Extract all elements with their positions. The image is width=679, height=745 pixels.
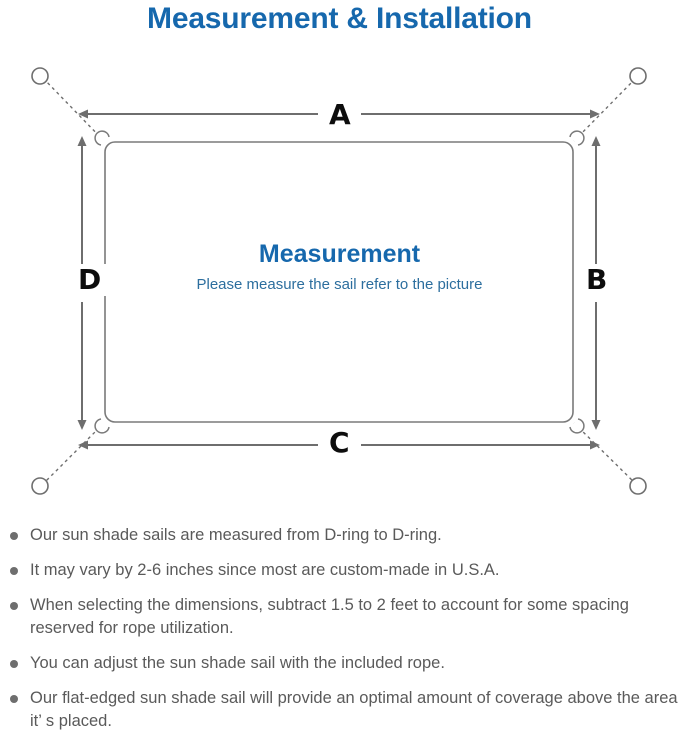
dimension-label-a: A [322,99,358,131]
note-text: Our flat-edged sun shade sail will provi… [30,689,678,730]
d-ring-top-left [94,130,110,146]
notes-list: Our sun shade sails are measured from D-… [0,524,679,745]
d-ring-top-right [569,130,585,146]
d-ring-bottom-left [94,418,110,434]
list-item: Our sun shade sails are measured from D-… [0,524,679,547]
list-item: When selecting the dimensions, subtract … [0,594,679,640]
rope-line-top-right [573,76,638,142]
list-item: Our flat-edged sun shade sail will provi… [0,687,679,733]
sail-measurement-diagram: Measurement Please measure the sail refe… [0,46,679,516]
rope-line-bottom-left [41,422,105,486]
list-item: You can adjust the sun shade sail with t… [0,652,679,675]
rope-line-bottom-right [573,422,638,486]
note-text: Our sun shade sails are measured from D-… [30,526,442,544]
bullet-icon [10,660,18,668]
page-title: Measurement & Installation [147,2,532,35]
note-text: You can adjust the sun shade sail with t… [30,654,445,672]
dimension-label-d: D [71,264,109,296]
dimension-label-c: C [322,427,357,459]
sail-center-heading: Measurement [258,240,421,268]
bullet-icon [10,567,18,575]
diagram-svg [31,67,647,495]
anchor-point-top-right [629,67,647,85]
bullet-icon [10,695,18,703]
sail-center-subtitle: Please measure the sail refer to the pic… [196,276,483,293]
note-text: It may vary by 2-6 inches since most are… [30,561,500,579]
anchor-point-bottom-right [629,477,647,495]
dimension-label-b: B [579,264,615,296]
note-text: When selecting the dimensions, subtract … [30,596,629,637]
bullet-icon [10,602,18,610]
anchor-point-top-left [31,67,49,85]
list-item: It may vary by 2-6 inches since most are… [0,559,679,582]
rope-line-top-left [41,76,105,142]
d-ring-bottom-right [569,418,585,434]
anchor-point-bottom-left [31,477,49,495]
bullet-icon [10,532,18,540]
